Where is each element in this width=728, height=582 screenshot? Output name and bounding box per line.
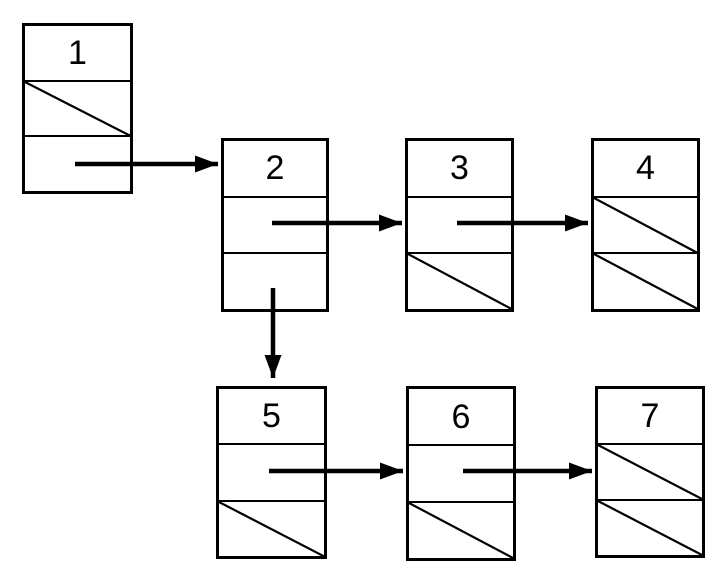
node-4: 4 bbox=[591, 138, 700, 312]
node-5: 5 bbox=[216, 386, 327, 559]
node-7-null-pointer-cell bbox=[598, 499, 702, 555]
node-1-null-pointer-cell bbox=[25, 79, 130, 136]
node-3: 3 bbox=[405, 138, 514, 312]
node-4-null-pointer-cell bbox=[594, 252, 697, 309]
node-2-pointer-cell bbox=[224, 195, 326, 253]
node-6: 6 bbox=[406, 386, 516, 561]
node-value-label: 4 bbox=[636, 149, 655, 188]
null-slash-icon bbox=[408, 254, 511, 309]
node-7: 7 bbox=[595, 386, 705, 558]
node-5-pointer-cell bbox=[219, 443, 324, 499]
null-slash-icon bbox=[598, 445, 702, 499]
node-3-null-pointer-cell bbox=[408, 252, 511, 309]
node-6-null-pointer-cell bbox=[409, 501, 513, 558]
node-6-pointer-cell bbox=[409, 444, 513, 501]
null-slash-icon bbox=[598, 501, 702, 555]
null-slash-icon bbox=[594, 198, 697, 253]
node-1-pointer-cell bbox=[25, 135, 130, 191]
node-2-pointer-cell bbox=[224, 252, 326, 309]
node-1-value-cell: 1 bbox=[25, 26, 130, 80]
node-value-label: 1 bbox=[68, 33, 87, 72]
null-slash-icon bbox=[594, 254, 697, 309]
node-1: 1 bbox=[22, 23, 133, 194]
node-value-label: 6 bbox=[451, 397, 471, 436]
null-slash-icon bbox=[25, 82, 130, 136]
node-value-label: 3 bbox=[450, 149, 469, 188]
node-4-null-pointer-cell bbox=[594, 195, 697, 253]
node-7-value-cell: 7 bbox=[598, 389, 702, 443]
node-2: 2 bbox=[221, 138, 329, 312]
node-7-null-pointer-cell bbox=[598, 443, 702, 499]
node-2-value-cell: 2 bbox=[224, 141, 326, 196]
null-slash-icon bbox=[409, 503, 513, 558]
node-3-value-cell: 3 bbox=[408, 141, 511, 196]
node-3-pointer-cell bbox=[408, 195, 511, 253]
null-slash-icon bbox=[219, 502, 324, 556]
node-4-value-cell: 4 bbox=[594, 141, 697, 196]
node-value-label: 2 bbox=[265, 149, 285, 188]
node-6-value-cell: 6 bbox=[409, 389, 513, 444]
node-value-label: 5 bbox=[262, 397, 281, 436]
node-value-label: 7 bbox=[640, 397, 660, 435]
node-5-null-pointer-cell bbox=[219, 499, 324, 556]
node-5-value-cell: 5 bbox=[219, 389, 324, 443]
